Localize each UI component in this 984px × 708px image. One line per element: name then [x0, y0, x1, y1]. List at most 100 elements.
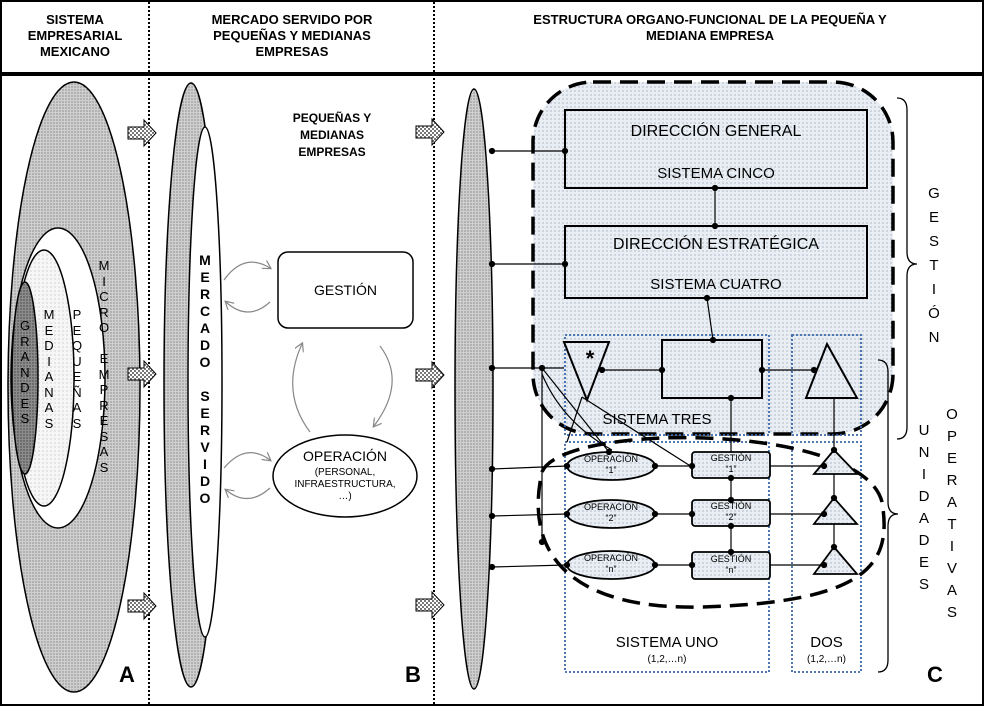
vertical-letter: I — [921, 466, 927, 483]
vertical-letter: S — [72, 415, 82, 431]
ring-grandes — [11, 281, 39, 475]
gestion-box — [277, 251, 414, 329]
vertical-letter: A — [918, 510, 929, 527]
direccion-general-label: DIRECCIÓN GENERAL — [630, 123, 802, 140]
arrow-bc-1 — [415, 117, 445, 147]
sistema-tres-box — [661, 339, 763, 399]
panel-b-letter: B — [405, 662, 421, 687]
panel-c-letter: C — [927, 662, 943, 687]
vertical-letter: Ñ — [72, 384, 82, 400]
structure-ellipse — [454, 88, 494, 690]
vertical-letter: Ó — [928, 305, 940, 322]
vertical-letter: E — [72, 369, 82, 384]
vertical-letter: T — [929, 257, 939, 274]
dos-label: DOS — [810, 634, 843, 651]
vertical-letter: V — [200, 439, 210, 455]
vertical-letter: D — [199, 337, 211, 353]
vertical-letter: U — [918, 422, 930, 439]
vertical-letter: E — [918, 554, 929, 571]
vertical-letter: I — [203, 456, 207, 472]
vertical-letter — [197, 371, 213, 388]
feedback-arrows — [223, 262, 393, 500]
vertical-letter: R — [99, 397, 109, 413]
flow-arrows — [127, 117, 445, 621]
operacion-2-label: OPERACIÓN“2” — [583, 502, 638, 523]
gestion-label: GESTIÓN — [313, 282, 377, 298]
audit-asterisk: * — [585, 346, 595, 371]
vertical-letter: I — [47, 353, 51, 369]
vertical-letter: E — [946, 450, 957, 467]
operacion-1-label: OPERACIÓN“1” — [583, 454, 638, 475]
sistema-cuatro-label: SISTEMA CUATRO — [650, 276, 782, 293]
vertical-letter: S — [928, 233, 939, 250]
vertical-letter: G — [928, 185, 940, 202]
panel-a-letter: A — [119, 662, 135, 687]
sistema-tres-frame-2 — [791, 334, 862, 436]
arrow-ab-1 — [127, 118, 157, 148]
panel-a-ellipses — [7, 81, 141, 693]
vertical-letter: E — [99, 351, 109, 366]
vertical-letter: A — [946, 494, 957, 511]
header-rule — [2, 72, 982, 76]
gestion-1-label: GESTIÓN“1” — [710, 453, 752, 474]
vertical-letter: A — [44, 400, 54, 415]
unidades-brace — [877, 359, 899, 673]
vertical-letter: S — [946, 604, 957, 621]
direccion-general-box — [564, 109, 868, 189]
sistema-tres-frame-1 — [564, 334, 770, 436]
vertical-letter: D — [44, 338, 54, 353]
vertical-letter: S — [20, 411, 30, 426]
vertical-letter: D — [918, 532, 930, 549]
gestion-n-label: GESTIÓN“n” — [710, 554, 752, 575]
arrow-ab-2 — [127, 359, 157, 389]
vertical-letter: D — [199, 473, 211, 489]
vertical-letter: R — [20, 333, 30, 349]
vertical-letter: A — [946, 582, 957, 599]
vertical-letter: A — [20, 349, 30, 364]
vertical-letter: S — [99, 428, 109, 444]
vertical-letter: E — [200, 405, 210, 421]
vertical-letter: M — [98, 366, 110, 382]
dos-triangle-3 — [812, 545, 859, 575]
vertical-letter: M — [43, 307, 55, 322]
divider-b-c — [433, 2, 435, 704]
header-estructura: ESTRUCTURA ORGANO-FUNCIONAL DE LA PEQUEÑ… — [533, 12, 887, 43]
dos-triangle-1 — [812, 448, 860, 475]
vertical-letter: C — [99, 289, 109, 304]
audit-triangle — [562, 341, 611, 403]
unidades-operativas-region — [536, 435, 886, 609]
vertical-letter: N — [44, 384, 54, 400]
gestion-brace — [896, 97, 918, 440]
vertical-letter: O — [199, 490, 211, 506]
operacion-n-label: OPERACIÓN“n” — [583, 553, 638, 574]
vertical-letter: M — [199, 252, 211, 268]
vertical-letter: I — [102, 273, 106, 289]
vertical-letter: S — [918, 576, 929, 593]
vertical-letter: N — [20, 364, 30, 380]
vertical-letter: E — [72, 322, 82, 338]
vertical-letter: V — [946, 560, 957, 577]
vertical-letter: E — [928, 209, 939, 226]
vertical-letter: A — [199, 320, 211, 336]
vertical-letter: N — [918, 444, 930, 461]
vertical-letter: C — [199, 303, 211, 319]
vertical-letter: R — [99, 304, 109, 320]
operacion-label: OPERACIÓN — [302, 448, 387, 464]
sistema-uno-label: SISTEMA UNO — [615, 634, 719, 651]
vertical-letter: E — [44, 322, 54, 338]
market-inner-ellipse — [187, 126, 223, 638]
vertical-letter: O — [98, 320, 110, 335]
vertical-letter: R — [199, 422, 211, 438]
vertical-letter: P — [99, 382, 109, 397]
divider-a-b — [148, 2, 150, 704]
